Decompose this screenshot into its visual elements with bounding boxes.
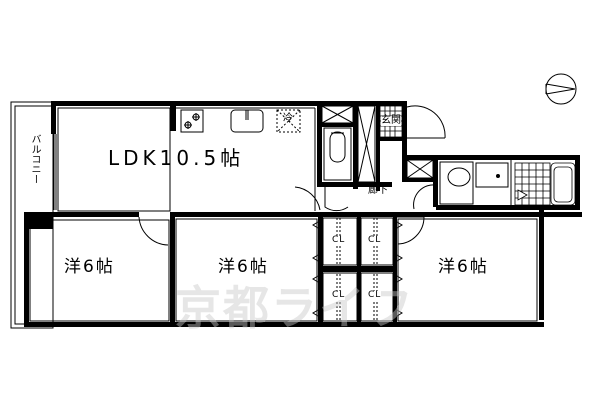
closet-label: CL xyxy=(368,290,382,300)
compass-north-arrow xyxy=(545,73,577,105)
room-label-western-3: 洋6帖 xyxy=(438,257,489,277)
washroom xyxy=(406,159,512,205)
watermark: 京都ライフ xyxy=(175,281,415,335)
closet-label: CL xyxy=(368,235,382,245)
inner-lines xyxy=(25,107,538,322)
closet-label: CL xyxy=(332,235,346,245)
closets xyxy=(312,217,403,322)
room-label-western-1: 洋6帖 xyxy=(64,257,115,277)
room-label-ldk: LDK10.5帖 xyxy=(108,146,245,170)
doors xyxy=(138,105,446,246)
room-label-balcony: バルコニー xyxy=(29,134,40,184)
bathroom xyxy=(514,162,576,206)
closet-label: CL xyxy=(332,290,346,300)
room-label-entrance: 玄関 xyxy=(381,115,401,126)
fridge-label: 冷 xyxy=(283,113,293,124)
room-label-western-2: 洋6帖 xyxy=(218,257,269,277)
toilet xyxy=(321,105,376,183)
room-label-hallway: 廊下 xyxy=(368,185,388,196)
kitchen xyxy=(180,109,301,133)
